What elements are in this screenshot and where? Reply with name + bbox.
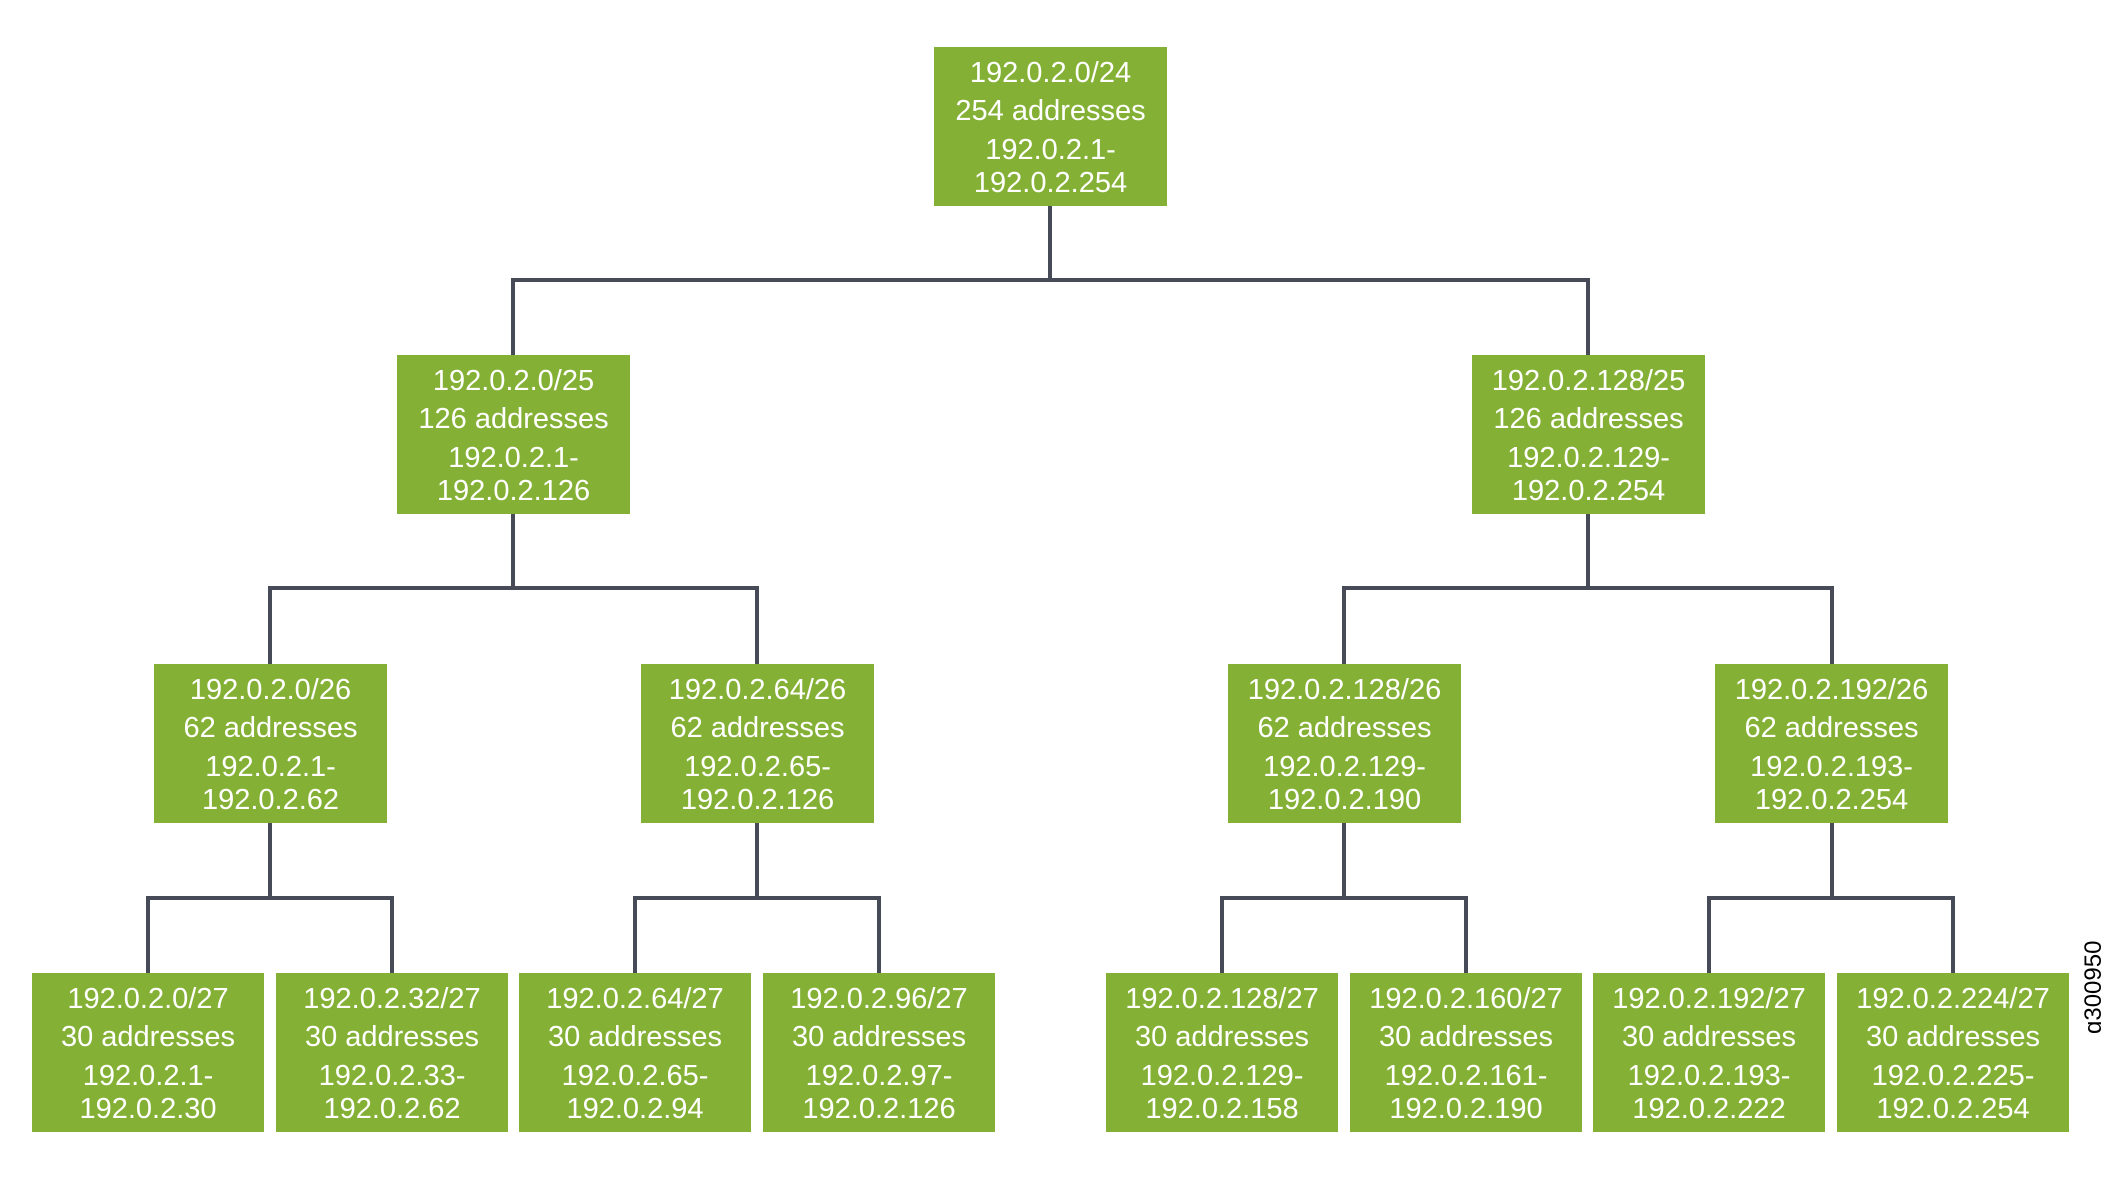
range-start: 192.0.2.1- (448, 441, 579, 474)
range-end: 192.0.2.190 (1389, 1092, 1543, 1125)
address-count: 62 addresses (1744, 711, 1919, 744)
range-end: 192.0.2.222 (1632, 1092, 1786, 1125)
range-end: 192.0.2.30 (79, 1092, 217, 1125)
range-end: 192.0.2.62 (323, 1092, 461, 1125)
connector-26-c (1220, 821, 1468, 975)
address-count: 62 addresses (183, 711, 358, 744)
range-start: 192.0.2.129- (1263, 750, 1426, 783)
range-start: 192.0.2.1- (205, 750, 336, 783)
address-count: 30 addresses (60, 1020, 236, 1053)
address-count: 30 addresses (1378, 1020, 1554, 1053)
subnet-node-26: 192.0.2.0/26 62 addresses 192.0.2.1- 192… (154, 664, 387, 823)
range-end: 192.0.2.126 (680, 783, 835, 816)
range-start: 192.0.2.193- (1627, 1059, 1791, 1092)
connector-26-a (146, 821, 394, 975)
subnet-node-25: 192.0.2.0/25 126 addresses 192.0.2.1- 19… (397, 355, 630, 514)
subnet-node-27: 192.0.2.64/27 30 addresses 192.0.2.65- 1… (519, 973, 751, 1132)
range-start: 192.0.2.161- (1384, 1059, 1548, 1092)
subnet-node-27: 192.0.2.32/27 30 addresses 192.0.2.33- 1… (276, 973, 508, 1132)
range-end: 192.0.2.254 (1511, 474, 1666, 507)
range-start: 192.0.2.193- (1750, 750, 1913, 783)
subnet-cidr: 192.0.2.0/24 (969, 56, 1132, 89)
address-count: 254 addresses (955, 94, 1146, 127)
address-count: 30 addresses (1134, 1020, 1310, 1053)
figure-id-label: g300950 (2080, 940, 2101, 1034)
subnet-cidr: 192.0.2.0/27 (67, 982, 229, 1015)
connector-root (511, 204, 1590, 357)
range-start: 192.0.2.225- (1871, 1059, 2035, 1092)
address-count: 62 addresses (670, 711, 845, 744)
subnet-cidr: 192.0.2.0/26 (189, 673, 352, 706)
address-count: 30 addresses (304, 1020, 480, 1053)
address-count: 30 addresses (1865, 1020, 2041, 1053)
subnet-node-27: 192.0.2.224/27 30 addresses 192.0.2.225-… (1837, 973, 2069, 1132)
range-start: 192.0.2.65- (561, 1059, 709, 1092)
subnet-cidr: 192.0.2.224/27 (1856, 982, 2050, 1015)
range-end: 192.0.2.254 (973, 166, 1128, 199)
subnet-cidr: 192.0.2.0/25 (432, 364, 595, 397)
subnet-node-27: 192.0.2.192/27 30 addresses 192.0.2.193-… (1593, 973, 1825, 1132)
address-count: 62 addresses (1257, 711, 1432, 744)
subnet-node-27: 192.0.2.128/27 30 addresses 192.0.2.129-… (1106, 973, 1338, 1132)
range-end: 192.0.2.126 (436, 474, 591, 507)
subnet-node-26: 192.0.2.192/26 62 addresses 192.0.2.193-… (1715, 664, 1948, 823)
subnet-cidr: 192.0.2.128/26 (1247, 673, 1442, 706)
subnet-node-27: 192.0.2.0/27 30 addresses 192.0.2.1- 192… (32, 973, 264, 1132)
address-count: 30 addresses (547, 1020, 723, 1053)
subnet-node-27: 192.0.2.96/27 30 addresses 192.0.2.97- 1… (763, 973, 995, 1132)
range-start: 192.0.2.33- (318, 1059, 466, 1092)
subnet-node-25: 192.0.2.128/25 126 addresses 192.0.2.129… (1472, 355, 1705, 514)
subnet-cidr: 192.0.2.128/27 (1125, 982, 1319, 1015)
range-end: 192.0.2.94 (566, 1092, 704, 1125)
subnet-cidr: 192.0.2.192/27 (1612, 982, 1806, 1015)
address-count: 126 addresses (1493, 402, 1684, 435)
range-start: 192.0.2.129- (1507, 441, 1670, 474)
connector-26-b (633, 821, 881, 975)
range-start: 192.0.2.1- (82, 1059, 214, 1092)
range-start: 192.0.2.129- (1140, 1059, 1304, 1092)
range-end: 192.0.2.158 (1145, 1092, 1299, 1125)
subnet-node-26: 192.0.2.64/26 62 addresses 192.0.2.65- 1… (641, 664, 874, 823)
subnet-cidr: 192.0.2.192/26 (1734, 673, 1929, 706)
address-count: 30 addresses (1621, 1020, 1797, 1053)
range-end: 192.0.2.254 (1876, 1092, 2030, 1125)
subnet-cidr: 192.0.2.160/27 (1369, 982, 1563, 1015)
connector-26-d (1707, 821, 1955, 975)
address-count: 126 addresses (418, 402, 609, 435)
subnet-cidr: 192.0.2.96/27 (790, 982, 968, 1015)
address-count: 30 addresses (791, 1020, 967, 1053)
range-end: 192.0.2.62 (201, 783, 340, 816)
subnet-cidr: 192.0.2.64/26 (668, 673, 847, 706)
subnet-node-27: 192.0.2.160/27 30 addresses 192.0.2.161-… (1350, 973, 1582, 1132)
range-end: 192.0.2.254 (1754, 783, 1909, 816)
subnet-cidr: 192.0.2.128/25 (1491, 364, 1686, 397)
range-start: 192.0.2.97- (805, 1059, 953, 1092)
range-end: 192.0.2.190 (1267, 783, 1422, 816)
subnet-cidr: 192.0.2.32/27 (303, 982, 481, 1015)
subnet-cidr: 192.0.2.64/27 (546, 982, 724, 1015)
range-start: 192.0.2.65- (684, 750, 831, 783)
connector-left-25 (268, 512, 759, 666)
range-start: 192.0.2.1- (985, 133, 1116, 166)
subnet-node-root: 192.0.2.0/24 254 addresses 192.0.2.1- 19… (934, 47, 1167, 206)
subnet-node-26: 192.0.2.128/26 62 addresses 192.0.2.129-… (1228, 664, 1461, 823)
range-end: 192.0.2.126 (802, 1092, 956, 1125)
connector-right-25 (1342, 512, 1834, 666)
